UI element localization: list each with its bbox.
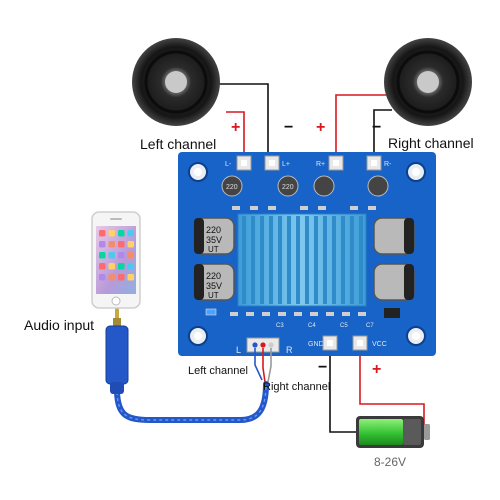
right-speaker xyxy=(384,38,472,126)
voltage-label: 8-26V xyxy=(374,455,407,469)
left-channel-bottom-label: Left channel xyxy=(188,365,248,377)
silk-l: L xyxy=(236,345,241,355)
heatsink-fin xyxy=(314,216,318,304)
app-icon xyxy=(118,263,125,270)
app-icon xyxy=(118,241,125,248)
heatsink-fin xyxy=(251,216,255,304)
right-channel-top-label: Right channel xyxy=(388,135,474,151)
heatsink-fin xyxy=(305,216,309,304)
silk-c3: C3 xyxy=(276,323,284,329)
app-icon xyxy=(99,252,106,259)
silk-left-plus: L+ xyxy=(282,161,290,168)
left-speaker xyxy=(132,38,220,126)
silk-c4: C4 xyxy=(308,323,316,329)
audio-cable xyxy=(114,381,269,423)
silk-r: R xyxy=(286,345,293,355)
left-channel-top-label: Left channel xyxy=(140,136,217,152)
silk-right-plus: R+ xyxy=(316,161,325,168)
app-icon xyxy=(118,230,125,237)
silk-right-minus: R- xyxy=(384,161,392,168)
vcc-wire xyxy=(359,350,425,432)
silk-c5: C5 xyxy=(340,323,348,329)
cap-brand: UT xyxy=(208,291,219,300)
capacitor-right-top xyxy=(373,217,415,255)
app-icon xyxy=(99,263,106,270)
app-icon xyxy=(99,274,106,281)
gnd-minus-sign: − xyxy=(318,359,328,376)
left-speaker-plus-wire xyxy=(226,111,245,162)
cap-voltage: 35V xyxy=(206,281,222,291)
blue-led xyxy=(205,308,217,316)
heatsink-fin xyxy=(359,216,363,304)
input-wire-right xyxy=(262,348,266,383)
app-icon xyxy=(108,263,115,270)
app-icon xyxy=(127,274,134,281)
heatsink-fin xyxy=(341,216,345,304)
silk-left-minus: L- xyxy=(225,161,232,168)
heatsink-fin xyxy=(350,216,354,304)
app-icon xyxy=(99,230,106,237)
silk-c7: C7 xyxy=(366,323,374,329)
heatsink-fin xyxy=(287,216,291,304)
heatsink-fin xyxy=(296,216,300,304)
smd-row-top xyxy=(232,206,376,210)
right-channel-bottom-label: Right channel xyxy=(263,381,331,393)
inductor-row xyxy=(221,175,389,197)
vcc-plus-sign: + xyxy=(372,361,382,378)
heatsink-fin xyxy=(278,216,282,304)
capacitor-left-bottom xyxy=(193,263,235,301)
cap-value: 220 xyxy=(206,225,221,235)
silk-vcc: VCC xyxy=(372,341,387,348)
input-wires xyxy=(254,348,272,383)
left-speaker-minus-wire xyxy=(216,83,269,160)
left-plus-sign: + xyxy=(231,119,241,136)
left-minus-sign: − xyxy=(284,119,294,136)
app-icon xyxy=(108,252,115,259)
heatsink-fin xyxy=(242,216,246,304)
app-icon xyxy=(118,274,125,281)
app-icon xyxy=(108,241,115,248)
heatsink-fin xyxy=(260,216,264,304)
chip xyxy=(384,308,400,318)
capacitor-right-bottom xyxy=(373,263,415,301)
heatsink-fins xyxy=(242,216,363,304)
cap-brand: UT xyxy=(208,245,219,254)
app-grid xyxy=(99,230,134,281)
input-wire-common xyxy=(267,348,272,383)
smd-row-bottom xyxy=(230,312,366,316)
app-icon xyxy=(127,241,134,248)
app-icon xyxy=(127,263,134,270)
amplifier-board: 220 220 220 35V U xyxy=(178,152,436,356)
silk-gnd: GND xyxy=(308,341,324,348)
app-icon xyxy=(108,274,115,281)
cap-value: 220 xyxy=(206,271,221,281)
right-speaker-plus-wire xyxy=(335,94,386,160)
app-icon xyxy=(127,230,134,237)
small-cap-value: 220 xyxy=(226,184,238,191)
app-icon xyxy=(108,230,115,237)
small-cap-value: 220 xyxy=(282,184,294,191)
app-icon xyxy=(99,241,106,248)
gnd-wire xyxy=(329,350,356,433)
app-icon xyxy=(127,252,134,259)
right-plus-sign: + xyxy=(316,119,326,136)
heatsink xyxy=(237,213,367,307)
heatsink-fin xyxy=(323,216,327,304)
audio-jack-icon xyxy=(105,300,129,394)
heatsink-fin xyxy=(332,216,336,304)
audio-input-label: Audio input xyxy=(24,317,95,333)
battery-icon xyxy=(356,416,430,448)
smartphone-icon xyxy=(91,211,141,309)
capacitor-left-top xyxy=(193,217,235,255)
speaker-wires xyxy=(216,83,425,433)
cap-voltage: 35V xyxy=(206,235,222,245)
heatsink-fin xyxy=(269,216,273,304)
app-icon xyxy=(118,252,125,259)
right-speaker-minus-wire xyxy=(373,109,392,160)
right-minus-sign: − xyxy=(372,119,382,136)
input-wire-left xyxy=(254,348,263,381)
